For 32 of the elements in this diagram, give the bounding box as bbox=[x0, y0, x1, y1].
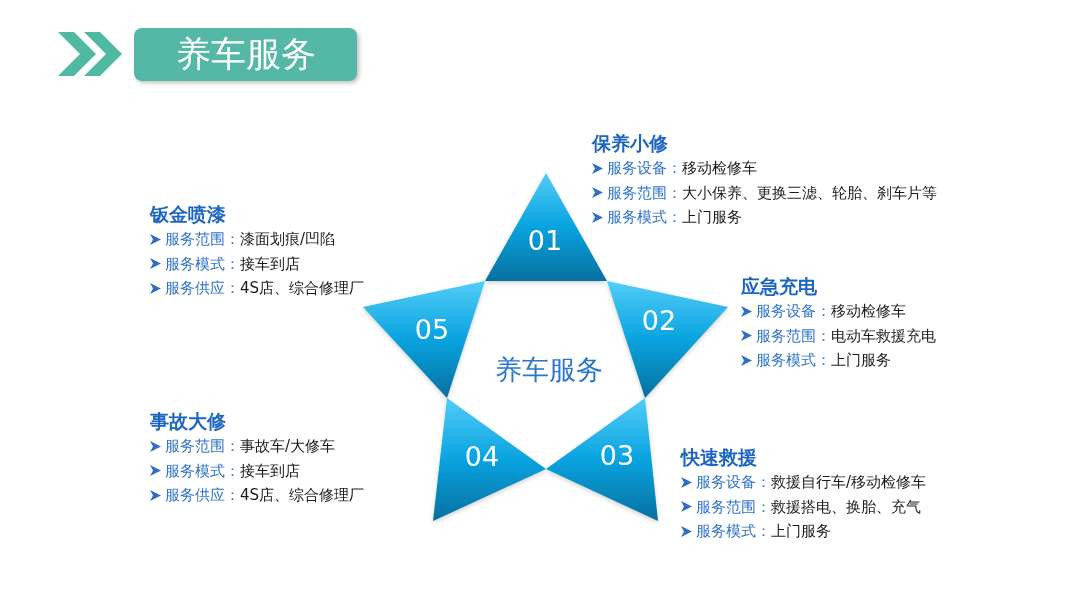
bullet-item-text: 服务范围：大小保养、更换三滤、轮胎、刹车片等 bbox=[607, 183, 937, 202]
section-heading: 事故大修 bbox=[150, 410, 226, 432]
bullet-item-text: 服务范围：电动车救援充电 bbox=[756, 326, 936, 345]
star-point-triangle bbox=[433, 398, 546, 521]
section-heading: 保养小修 bbox=[592, 132, 668, 154]
point-number: 05 bbox=[414, 315, 450, 343]
title-banner: 养车服务 bbox=[134, 28, 357, 81]
bullet-item-text: 服务范围：救援搭电、换胎、充气 bbox=[696, 497, 921, 516]
bullet-item-text: 服务供应：4S店、综合修理厂 bbox=[165, 486, 365, 505]
center-label: 养车服务 bbox=[495, 355, 603, 383]
section-heading: 快速救援 bbox=[681, 446, 757, 468]
bullet-item-text: 服务范围：事故车/大修车 bbox=[165, 437, 336, 456]
star-point-triangle bbox=[485, 173, 607, 281]
star-point-triangle bbox=[363, 281, 485, 398]
star-point-triangle bbox=[546, 398, 658, 521]
bullet-item-text: 服务设备：移动检修车 bbox=[607, 159, 757, 178]
bullet-item-text: 服务模式：上门服务 bbox=[756, 351, 891, 370]
point-number: 03 bbox=[599, 441, 635, 469]
point-number: 04 bbox=[464, 442, 500, 470]
star-point-triangle bbox=[607, 281, 728, 398]
bullet-item-text: 服务设备：移动检修车 bbox=[756, 302, 906, 321]
bullet-item-text: 服务模式：接车到店 bbox=[165, 461, 300, 480]
bullet-item-text: 服务模式：上门服务 bbox=[607, 208, 742, 227]
bullet-item-text: 服务设备：救援自行车/移动检修车 bbox=[696, 473, 927, 492]
point-number: 02 bbox=[641, 306, 677, 334]
point-number: 01 bbox=[527, 226, 563, 254]
section-heading: 钣金喷漆 bbox=[150, 203, 226, 225]
section-heading: 应急充电 bbox=[741, 275, 817, 297]
bullet-item-text: 服务供应：4S店、综合修理厂 bbox=[165, 279, 365, 298]
bullet-item-text: 服务模式：上门服务 bbox=[696, 522, 831, 541]
bullet-item-text: 服务模式：接车到店 bbox=[165, 254, 300, 273]
bullet-item-text: 服务范围：漆面划痕/凹陷 bbox=[165, 230, 336, 249]
